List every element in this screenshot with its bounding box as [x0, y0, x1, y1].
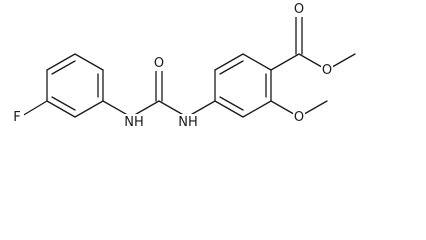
- carbonyl-oxygen-label: O: [294, 2, 304, 17]
- chain-bonds: [21, 69, 216, 118]
- fluorine-atom-label: F: [13, 110, 20, 125]
- chemical-structure: F NH NH O O O O: [11, 1, 356, 130]
- urea-nh-left-label: NH: [124, 115, 144, 130]
- fluorophenyl-ring: [46, 53, 104, 118]
- urea-oxygen-label: O: [154, 56, 164, 71]
- methoxy-oxygen-label: O: [294, 110, 304, 125]
- ester-methoxy-bonds: [270, 15, 356, 118]
- ester-oxygen-label: O: [322, 63, 332, 78]
- benzoate-ring: [214, 53, 272, 118]
- atom-labels: F NH NH O O O O: [11, 1, 333, 130]
- urea-nh-right-label: NH: [178, 115, 198, 130]
